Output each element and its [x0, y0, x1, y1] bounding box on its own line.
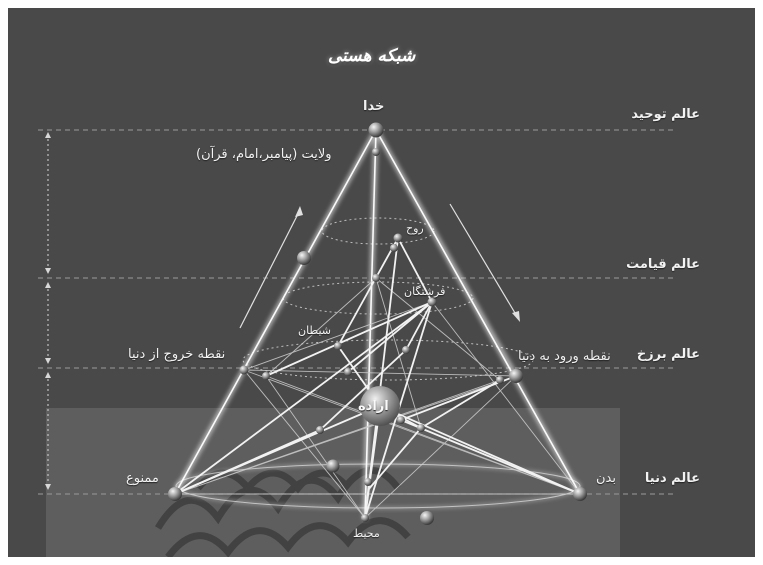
- node-badan: [573, 487, 587, 501]
- node-exit: [239, 365, 249, 375]
- label-khoda: خدا: [363, 99, 385, 114]
- node-mohit: [361, 514, 369, 522]
- node-exit-2: [262, 372, 270, 380]
- label-exit-point: نقطه خروج از دنیا: [128, 347, 226, 362]
- node-bottom-right: [420, 511, 434, 525]
- label-badan: بدن: [596, 471, 616, 486]
- node-inner-2: [344, 368, 352, 376]
- world-lines: [38, 129, 673, 495]
- node-inner-5: [417, 424, 425, 432]
- network-links: [174, 237, 581, 519]
- down-arrow: [449, 203, 519, 319]
- node-ruh-b: [390, 244, 398, 252]
- label-mohit: محیط: [353, 527, 380, 540]
- flow-arrows: [239, 203, 520, 329]
- diagram-title: شبکه هستی: [328, 46, 416, 66]
- up-arrow: [239, 209, 301, 329]
- node-inner-6: [326, 459, 340, 473]
- world-label-qiyamat: عالم قیامت: [626, 257, 700, 272]
- node-khoda: [368, 122, 384, 138]
- label-velayat: ولایت (پیامبر،امام، قرآن): [196, 147, 332, 162]
- world-label-barzakh: عالم برزخ: [636, 347, 700, 362]
- node-erade: [360, 386, 400, 426]
- node-entry-2: [496, 376, 504, 384]
- label-sheytan: شیطان: [298, 324, 331, 337]
- node-inner-4: [397, 416, 405, 424]
- diagram-panel: شبکه هستی عالم توحید عالم قیامت عالم برز…: [8, 8, 755, 557]
- network-links-thin: [174, 277, 581, 519]
- node-side-left: [297, 251, 311, 265]
- label-mamnu: ممنوع: [126, 471, 159, 486]
- pyramid-edges: [172, 127, 583, 521]
- range-markers: [45, 132, 51, 490]
- node-inner-7: [364, 478, 372, 486]
- network-diagram: [38, 122, 673, 557]
- node-fereshtegan: [427, 297, 437, 307]
- node-entry: [509, 369, 523, 383]
- node-mamnu: [168, 487, 182, 501]
- node-inner-1: [402, 346, 410, 354]
- nodes: [168, 122, 587, 525]
- label-ruh: روح: [406, 222, 424, 235]
- node-sheytan: [334, 342, 342, 350]
- node-inner-3: [316, 426, 324, 434]
- label-entry-point: نقطه ورود به دنیا: [518, 349, 611, 364]
- level-ellipses: [242, 217, 534, 381]
- node-ruh-a: [393, 233, 403, 243]
- world-label-donya: عالم دنیا: [644, 471, 700, 486]
- world-label-tawhid: عالم توحید: [631, 107, 700, 122]
- label-erade: اراده: [358, 399, 389, 414]
- node-velayat: [372, 148, 380, 156]
- label-fereshtegan: فرشتگان: [404, 285, 446, 298]
- node-qiyamat: [372, 274, 380, 282]
